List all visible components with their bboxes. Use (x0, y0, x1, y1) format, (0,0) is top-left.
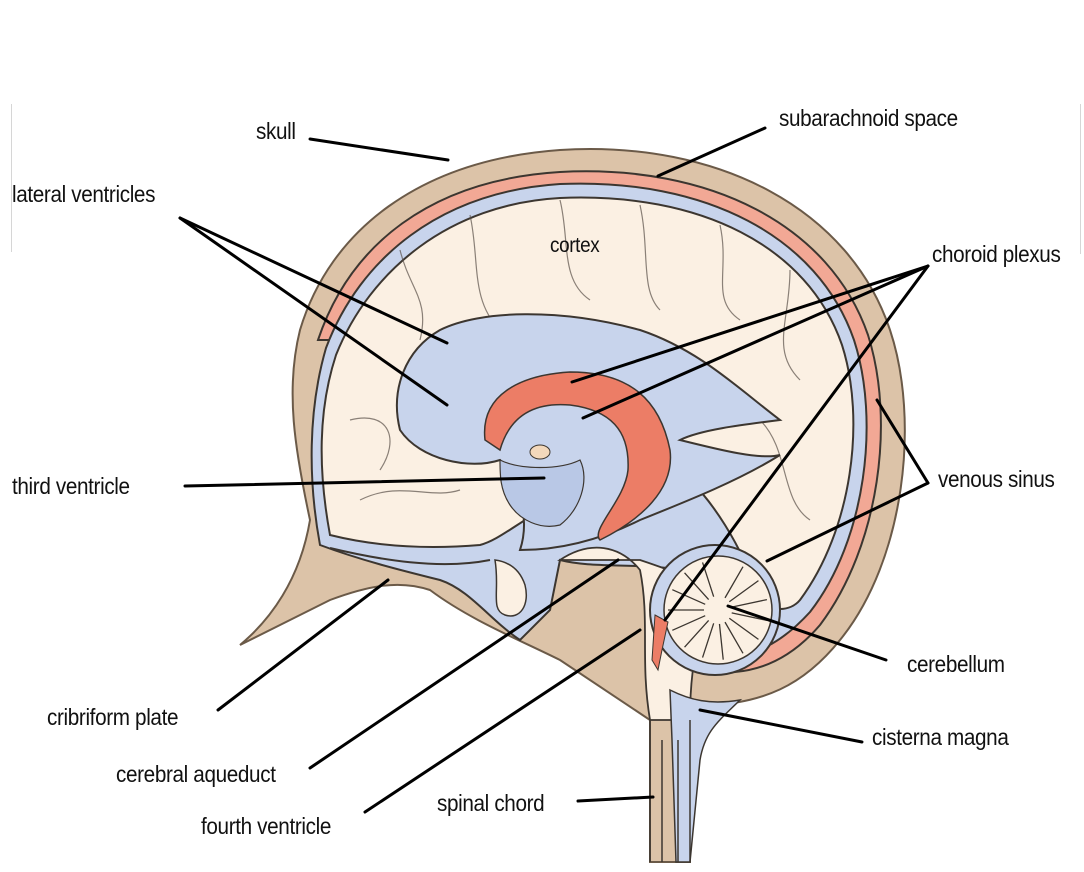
arbor-vitae-branch (672, 589, 706, 605)
cisterna-magna (669, 688, 743, 863)
pituitary (494, 559, 527, 617)
leader-subarachnoid-space (656, 126, 767, 178)
gyrus-line (639, 204, 661, 311)
interthalamic-adhesion (529, 444, 551, 460)
leader-choroid-plexus-2 (581, 264, 930, 420)
third-ventricle (499, 459, 585, 527)
leader-venous-sinus-1 (875, 398, 930, 485)
gyrus-line (782, 269, 801, 381)
arbor-vitae-branch (728, 617, 759, 640)
arbor-vitae-branch (724, 621, 744, 654)
gyrus-line (359, 489, 461, 501)
anatomy-drawing (239, 148, 906, 863)
gyrus-line (559, 199, 591, 301)
gyrus-line (759, 419, 811, 521)
label-third-ventricle: third ventricle (12, 473, 130, 499)
frame-edge-right (1080, 104, 1081, 254)
arbor-vitae-branch (672, 615, 706, 631)
label-cisterna-magna: cisterna magna (872, 724, 1009, 750)
arbor-vitae-branch (728, 580, 759, 603)
arbor-vitae-branch (724, 566, 744, 599)
label-spinal-chord: spinal chord (437, 790, 545, 816)
arbor-vitae-branch (701, 623, 715, 658)
cribriform-plate-edge (329, 547, 491, 566)
label-cerebellum: cerebellum (907, 651, 1005, 677)
gyrus-line (349, 417, 391, 471)
frame-edge-left (11, 104, 12, 252)
leader-lateral-ventricles-1 (178, 216, 449, 345)
arbor-vitae-branch (684, 572, 710, 601)
leader-lateral-ventricles-2 (178, 216, 449, 407)
label-cribriform-plate: cribriform plate (47, 704, 179, 730)
leader-spinal-chord (576, 795, 655, 803)
arbor-vitae-branch (731, 612, 768, 622)
label-skull: skull (256, 118, 296, 144)
leader-choroid-plexus-3 (663, 264, 930, 622)
spinal-cord-lines (649, 720, 691, 862)
label-lateral-ventricles: lateral ventricles (12, 181, 156, 207)
arbor-vitae-branch (718, 623, 724, 660)
arbor-vitae-branch (684, 619, 710, 648)
choroid-plexus (483, 371, 672, 541)
label-venous-sinus: venous sinus (938, 466, 1055, 492)
gyrus-line (719, 224, 741, 321)
leader-fourth-ventricle (363, 628, 642, 814)
arbor-vitae-branch (731, 598, 768, 608)
label-subarachnoid-space: subarachnoid space (779, 105, 958, 131)
leader-cribriform-plate (216, 578, 390, 712)
label-fourth-ventricle: fourth ventricle (201, 813, 332, 839)
leader-choroid-plexus-1 (570, 264, 930, 384)
label-cortex: cortex (550, 234, 600, 257)
leader-skull (308, 137, 450, 162)
leader-cerebral-aqueduct (308, 558, 620, 770)
leader-third-ventricle (183, 476, 546, 488)
leader-cerebellum (726, 604, 888, 662)
label-cerebral-aqueduct: cerebral aqueduct (116, 761, 276, 787)
leader-lines (178, 126, 930, 814)
label-choroid-plexus: choroid plexus (932, 241, 1061, 267)
gyrus-line (399, 249, 424, 341)
leader-cisterna-magna (698, 708, 864, 744)
leader-venous-sinus-2 (765, 481, 930, 563)
